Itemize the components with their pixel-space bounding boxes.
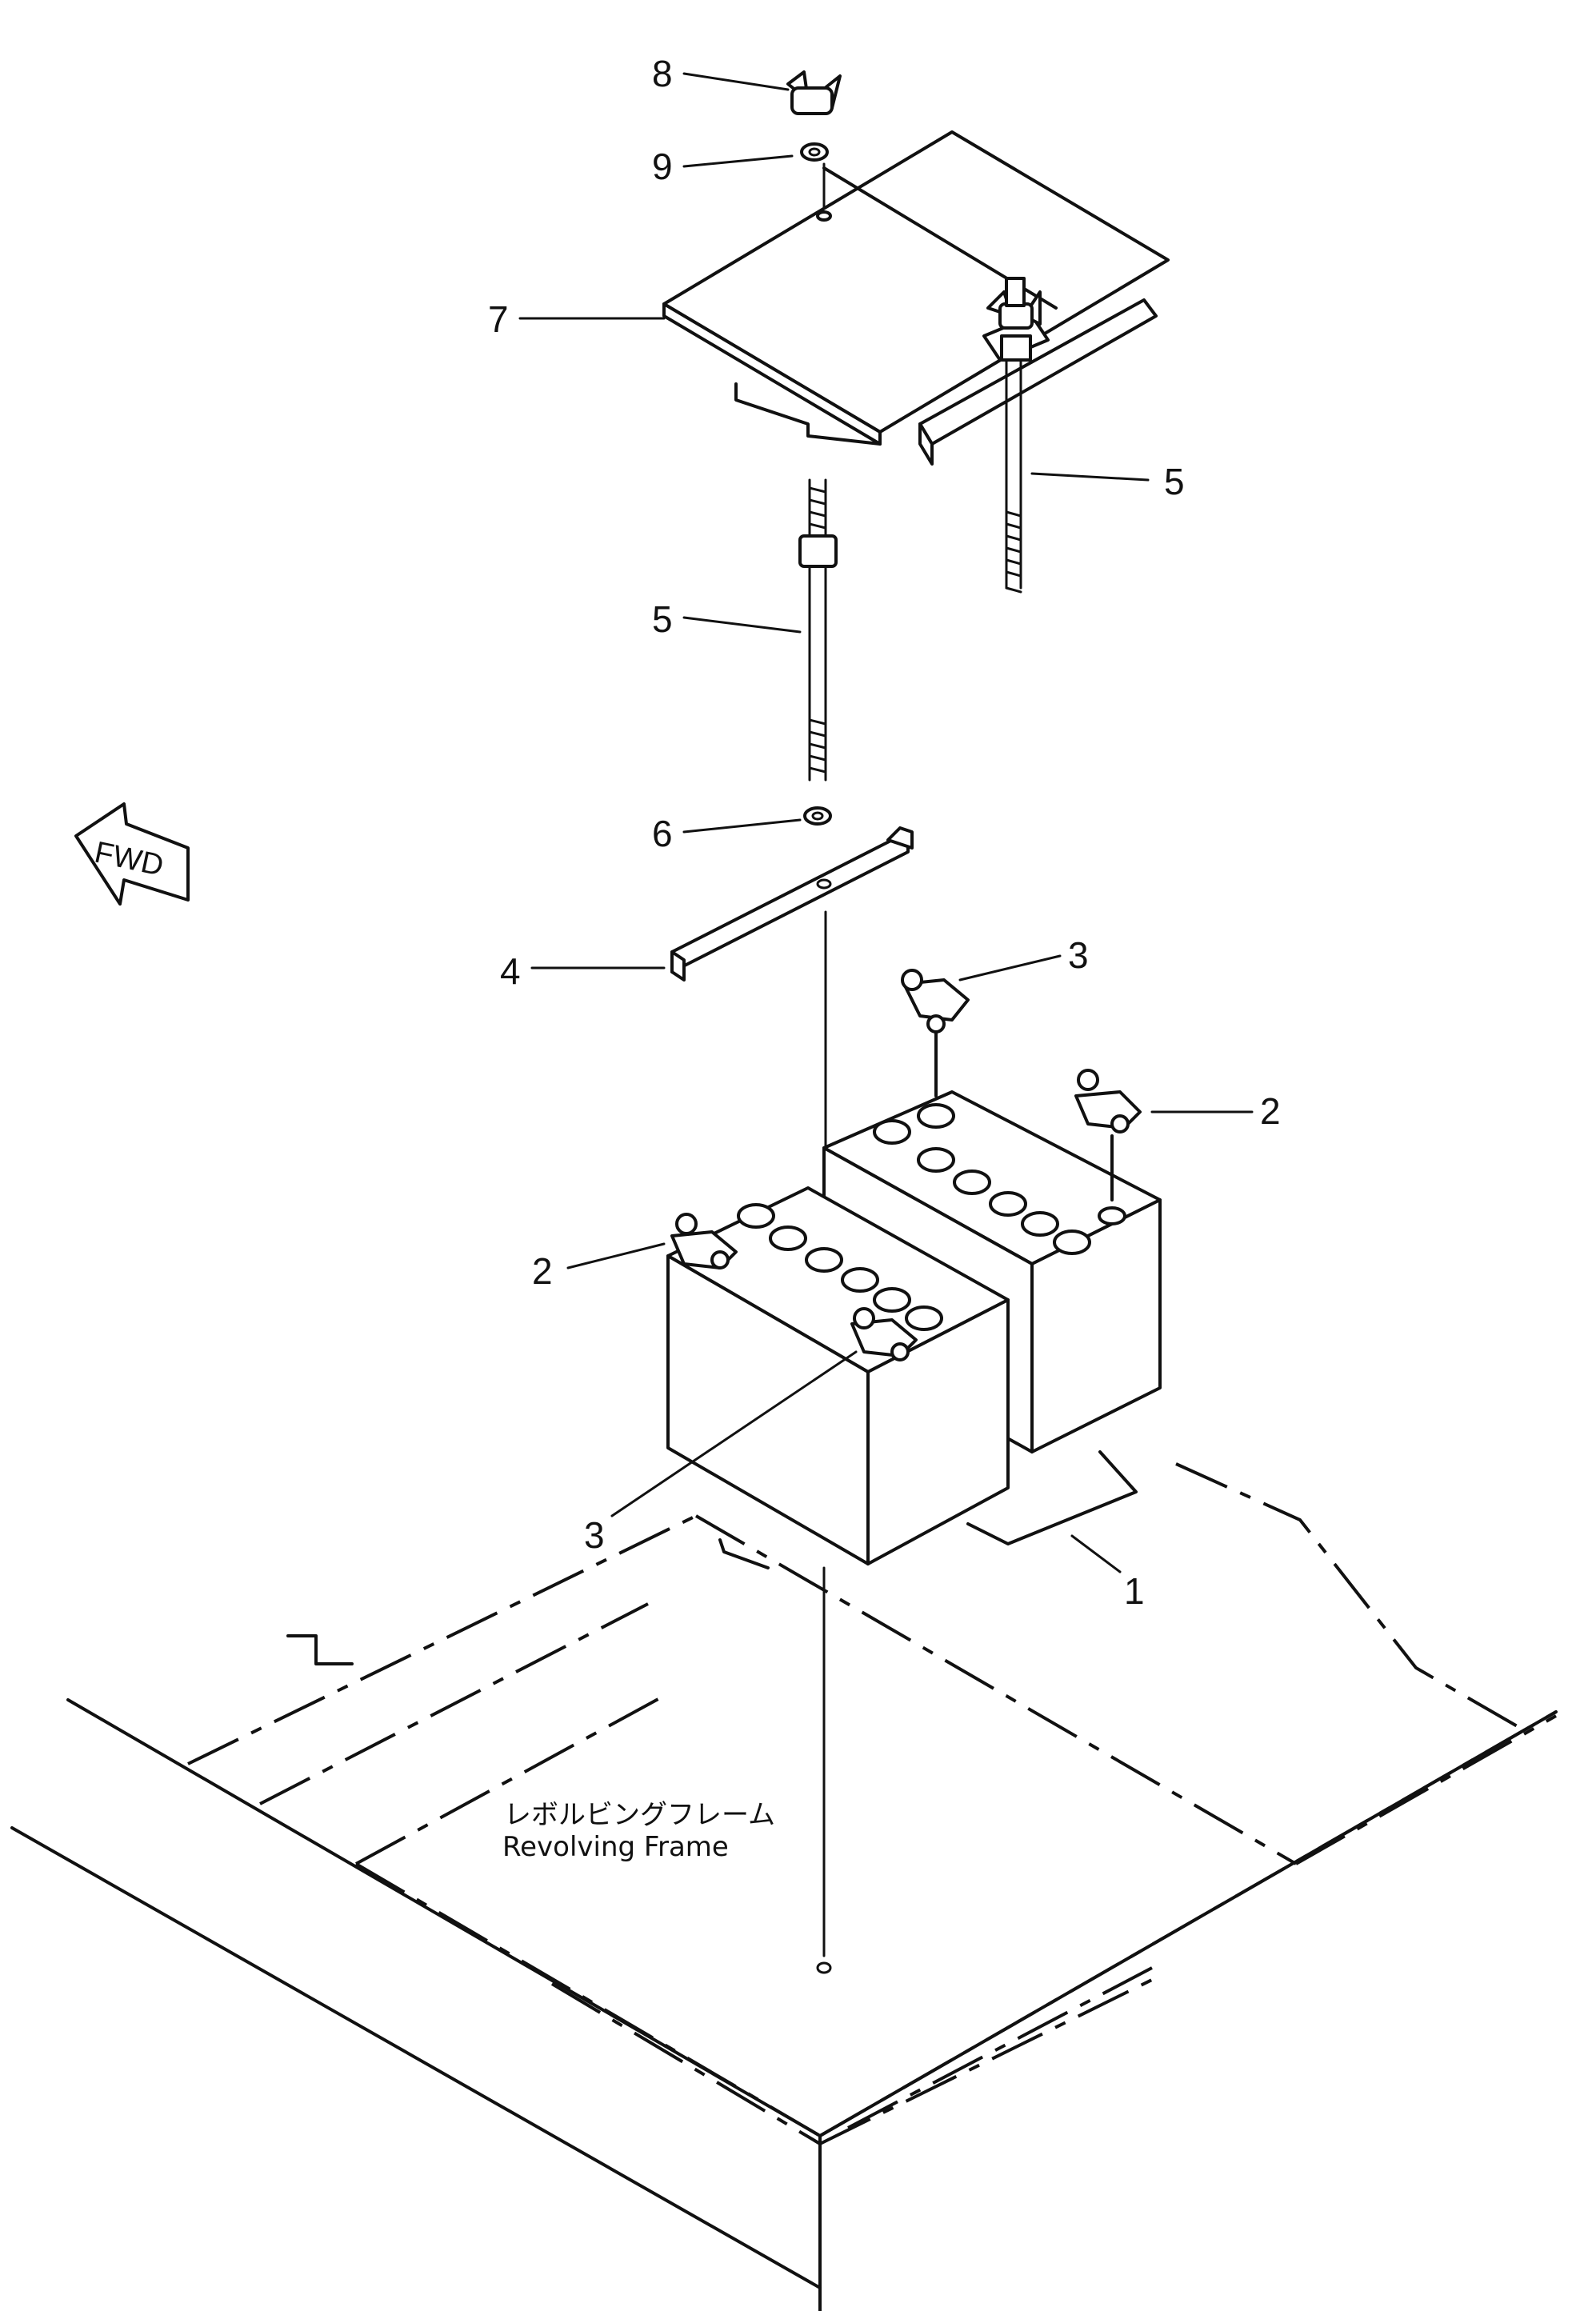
rear-battery-terminal — [1098, 1206, 1126, 1225]
terminal-clamp-top-3 — [901, 969, 970, 1098]
wing-nut-assembled — [986, 277, 1042, 362]
rear-battery-cell-caps — [873, 1103, 1091, 1255]
rod-right — [1005, 358, 1022, 594]
callout-2-right: 2 — [1260, 1090, 1281, 1132]
callout-8: 8 — [652, 53, 673, 94]
callout-2-left: 2 — [532, 1250, 553, 1292]
battery-cover — [662, 130, 1170, 446]
callout-9: 9 — [652, 146, 673, 187]
hold-down-bar — [670, 826, 914, 982]
rod-left — [798, 478, 838, 782]
leader-lines — [518, 72, 1254, 1573]
frame-label-japanese: レボルビングフレーム — [504, 1799, 775, 1831]
terminal-clamp-left-2 — [670, 1213, 738, 1269]
washer-part-6 — [803, 806, 832, 826]
callout-5-right: 5 — [1164, 461, 1185, 502]
terminal-clamp-right-2 — [1074, 1069, 1142, 1201]
callout-1: 1 — [1124, 1570, 1145, 1612]
callout-3-bottom: 3 — [584, 1514, 605, 1556]
terminal-clamp-front-3 — [850, 1307, 918, 1361]
frame-label-english: Revolving Frame — [502, 1831, 729, 1863]
front-battery-cell-caps — [737, 1203, 943, 1331]
frame-hole — [816, 1961, 832, 1974]
fwd-direction-arrow: FWD — [74, 802, 190, 906]
callout-6: 6 — [652, 813, 673, 854]
washer-part-9 — [800, 142, 829, 162]
callout-4: 4 — [500, 950, 521, 992]
revolving-frame — [10, 1450, 1558, 2311]
wing-nut-part-8 — [786, 70, 842, 115]
callout-5-left: 5 — [652, 598, 673, 640]
callout-3-top: 3 — [1068, 934, 1089, 976]
callout-7: 7 — [488, 298, 509, 340]
